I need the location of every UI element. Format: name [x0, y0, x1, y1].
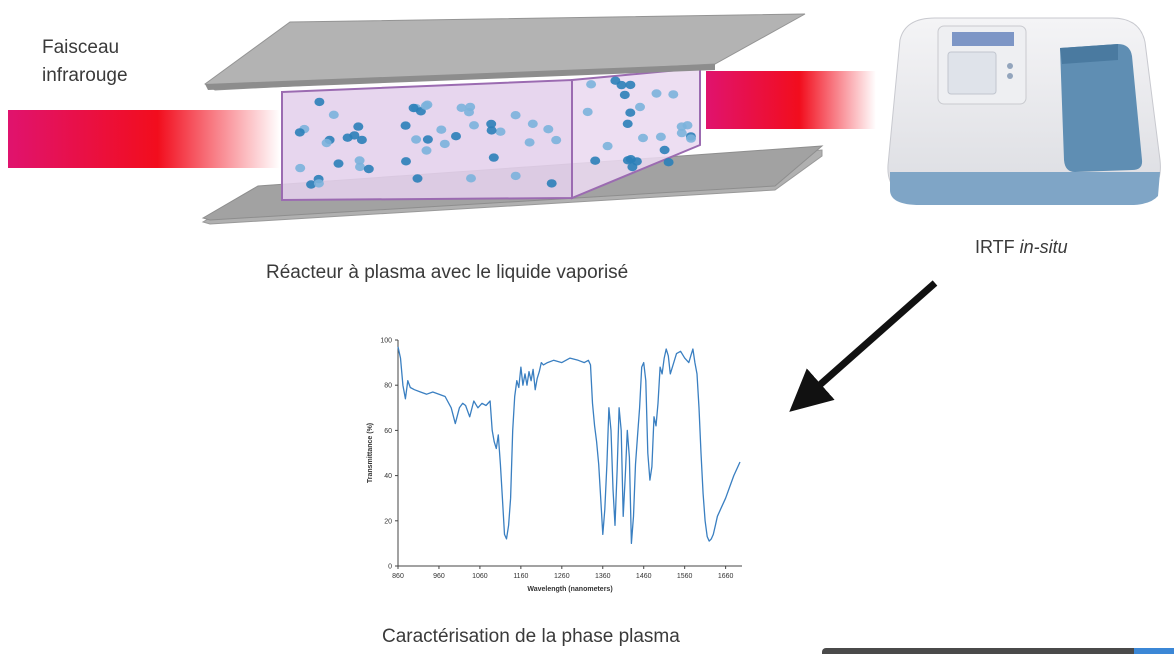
gas-particle: [466, 174, 476, 183]
ftir-caption: IRTF in-situ: [975, 237, 1068, 258]
gas-particle: [412, 174, 423, 183]
gas-particle: [328, 110, 339, 120]
gas-particle: [486, 119, 497, 129]
gas-particle: [464, 108, 474, 117]
plasma-caption: Caractérisation de la phase plasma: [382, 626, 680, 647]
x-tick-label: 860: [392, 573, 404, 580]
gas-particle: [422, 135, 433, 144]
y-tick-label: 40: [384, 473, 392, 480]
gas-particle: [469, 121, 479, 130]
y-tick-label: 20: [384, 518, 392, 525]
gas-particle: [510, 111, 521, 120]
gas-particle: [551, 135, 562, 145]
gas-particle: [524, 138, 535, 147]
gas-particle: [400, 121, 411, 130]
gas-particle: [627, 162, 638, 172]
x-axis-label: Wavelength (nanometers): [527, 586, 612, 593]
gas-particle: [655, 132, 666, 141]
y-tick-label: 0: [388, 564, 392, 571]
y-tick-label: 60: [384, 428, 392, 435]
gas-particle: [333, 159, 344, 168]
gas-particle: [543, 125, 554, 134]
gas-particle: [486, 126, 497, 135]
gas-particle: [295, 163, 306, 173]
gas-particle: [354, 156, 365, 165]
x-tick-label: 1160: [513, 573, 528, 580]
ir-beam-right: [706, 71, 876, 129]
gas-particle: [313, 179, 324, 188]
gas-particle: [546, 179, 557, 188]
y-tick-label: 80: [384, 383, 392, 390]
gas-particle: [527, 119, 538, 128]
ir-beam-label: Faisceau infrarouge: [42, 34, 128, 90]
gas-particle: [668, 90, 679, 99]
x-tick-label: 1660: [718, 573, 734, 580]
gas-particles: [294, 76, 696, 189]
gas-particle: [421, 146, 432, 155]
gas-particle: [659, 145, 670, 155]
gas-particle: [411, 135, 422, 144]
plasma-reactor: [201, 13, 824, 225]
gas-particle: [495, 127, 506, 136]
y-tick-label: 100: [380, 338, 392, 345]
ftir-caption-prefix: IRTF: [975, 237, 1020, 257]
gas-particle: [408, 103, 419, 113]
gas-particle: [635, 102, 645, 112]
gas-particle: [436, 125, 447, 134]
x-tick-label: 1460: [636, 573, 652, 580]
x-tick-label: 1360: [595, 573, 611, 580]
gas-particle: [625, 80, 636, 90]
gas-particle: [602, 141, 613, 151]
reactor-caption: Réacteur à plasma avec le liquide vapori…: [266, 262, 629, 283]
gas-particle: [321, 138, 332, 148]
player-control-bar[interactable]: [822, 648, 1174, 654]
gas-particle: [349, 131, 360, 140]
gas-particle: [451, 132, 461, 141]
x-tick-label: 1560: [677, 573, 693, 580]
spectrum-line: [397, 346, 741, 545]
gas-particle: [353, 122, 364, 131]
gas-particle: [619, 90, 630, 100]
gas-particle: [676, 128, 687, 138]
gas-particle: [420, 101, 431, 111]
gas-particle: [456, 103, 467, 113]
gas-particle: [306, 180, 317, 189]
diagonal-arrow-icon: [789, 280, 938, 412]
gas-particle: [314, 97, 325, 107]
transmittance-spectrum-chart: 0 20 40 60 80 100 860 960 1060 1160 1260 1360 1460 15…: [367, 338, 742, 593]
x-tick-label: 1060: [472, 573, 488, 580]
gas-particle: [610, 76, 621, 85]
gas-particle: [622, 119, 633, 128]
gas-particle: [582, 107, 593, 117]
gas-particle: [294, 128, 305, 137]
gas-particle: [663, 158, 674, 167]
ir-beam-label-line2: infrarouge: [42, 65, 128, 86]
gas-particle: [622, 156, 633, 165]
gas-particle: [355, 162, 365, 172]
gas-particle: [586, 80, 597, 89]
gas-particle: [625, 108, 636, 117]
gas-particle: [401, 157, 411, 166]
ir-beam-left: [8, 110, 280, 168]
ftir-caption-italic: in-situ: [1019, 237, 1068, 257]
y-axis-label: Transmittance (%): [367, 423, 374, 483]
ir-beam-label-line1: Faisceau: [42, 37, 120, 58]
gas-particle: [682, 121, 693, 130]
gas-particle: [590, 156, 601, 165]
x-tick-label: 960: [433, 573, 445, 580]
gas-particle: [638, 133, 648, 143]
gas-particle: [363, 164, 374, 174]
gas-particle: [356, 135, 367, 145]
x-tick-label: 1260: [554, 573, 570, 580]
ftir-spectrometer-icon: [887, 17, 1161, 205]
player-control-accent: [1134, 648, 1174, 654]
gas-particle: [651, 89, 662, 98]
gas-particle: [686, 134, 696, 143]
gas-particle: [439, 139, 450, 149]
gas-particle: [488, 153, 499, 162]
gas-particle: [510, 171, 521, 181]
